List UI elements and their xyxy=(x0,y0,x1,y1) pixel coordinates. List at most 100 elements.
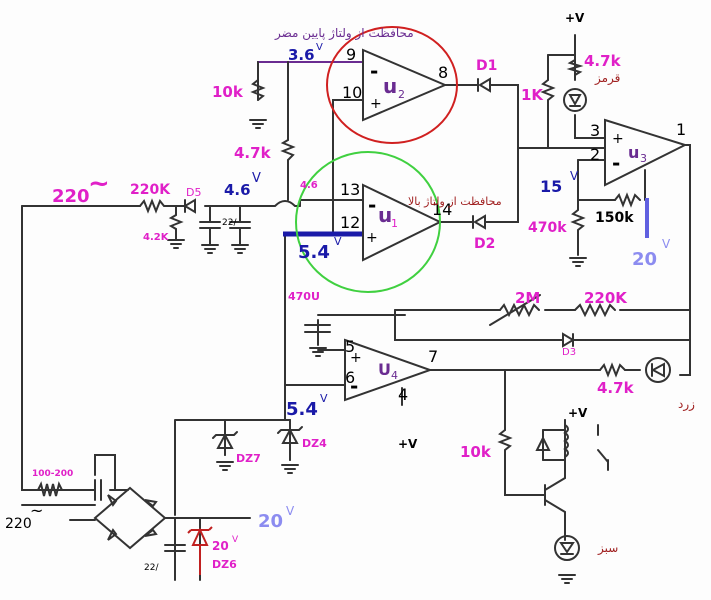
pin-12: 12 xyxy=(340,213,360,232)
caption-yellow: زرد xyxy=(678,397,695,412)
u1-minus: - xyxy=(368,193,376,217)
r1k-label: 1K xyxy=(521,86,544,104)
resistor-4k7-led xyxy=(566,59,584,76)
d2-label: D2 xyxy=(474,236,495,252)
u4-label: U xyxy=(378,360,391,379)
wire-bridge xyxy=(93,486,167,550)
v36-label: 3.6 xyxy=(288,46,315,64)
zener-dz7 xyxy=(212,431,238,456)
d5-label: D5 xyxy=(186,186,201,199)
wire-d2-out xyxy=(496,147,606,223)
led-yellow xyxy=(645,357,671,383)
vplus-u4: +V xyxy=(398,437,418,451)
diode-d2 xyxy=(464,214,498,230)
capacitor-series xyxy=(94,479,102,501)
v220-in: 220 xyxy=(5,516,32,532)
c22-label-1: 22/ xyxy=(222,218,237,228)
u4-sub: 4 xyxy=(391,369,398,382)
wire-bridge-return xyxy=(21,504,96,521)
r42k-label: 4.2K xyxy=(143,232,170,243)
pin-10: 10 xyxy=(342,83,362,102)
wire-u2-pin9 xyxy=(257,61,363,80)
v15-label: 15 xyxy=(540,177,562,196)
pin-9: 9 xyxy=(346,45,356,64)
u3-minus: - xyxy=(612,151,620,175)
wire-to-u1-minus xyxy=(299,199,364,207)
wire-filter xyxy=(174,517,201,581)
diode-d1 xyxy=(469,77,501,93)
bridge-diodes xyxy=(107,494,158,541)
resistor-1k xyxy=(540,79,556,106)
u3-plus: + xyxy=(612,131,624,147)
relay-switch xyxy=(597,424,609,471)
u2-label: u xyxy=(383,74,397,98)
u2-sub: 2 xyxy=(398,88,405,101)
wire-vplus-top xyxy=(547,34,576,56)
r10k-top-label: 10k xyxy=(212,83,244,101)
v20-out: 20 xyxy=(258,511,283,532)
v20-out-unit: V xyxy=(286,504,295,518)
dz4-label: DZ4 xyxy=(302,437,327,450)
resistor-10k-bot xyxy=(497,429,513,456)
opamp-u4 xyxy=(344,338,434,402)
r47k-led-label: 4.7k xyxy=(584,52,622,70)
resistor-4k7-yellow xyxy=(599,362,626,378)
v54-bot: 5.4 xyxy=(286,399,318,420)
r47k-left-label: 4.7k xyxy=(234,144,272,162)
wire-after-d5 xyxy=(204,200,301,207)
wire-u3-fb xyxy=(577,169,646,201)
v46-small: 4.6 xyxy=(300,180,318,191)
u1-sub: 1 xyxy=(391,217,398,230)
resistor-220k-fb xyxy=(574,302,616,318)
caption-high-voltage: محافظت از ولتاژ بالا xyxy=(408,195,502,208)
v36-unit: V xyxy=(316,42,323,53)
resistor-10k-top xyxy=(250,79,266,101)
wire-u2-pin10 xyxy=(332,99,364,234)
led-red xyxy=(563,88,587,112)
dz7-label: DZ7 xyxy=(236,452,261,465)
v220-in-tilde: ~ xyxy=(30,501,43,520)
pin-4: 4 xyxy=(398,385,408,404)
r10k-bot-label: 10k xyxy=(460,443,492,461)
diode-d3 xyxy=(554,332,586,348)
pin-7: 7 xyxy=(428,347,438,366)
d1-label: D1 xyxy=(476,58,497,74)
u4-plus: + xyxy=(350,350,362,366)
diode-d5 xyxy=(183,198,196,214)
opamp-u2 xyxy=(362,48,448,122)
resistor-470k xyxy=(570,199,586,236)
v20-dz: 20 xyxy=(212,539,229,553)
pin-2: 2 xyxy=(590,145,600,164)
caption-green: سبز xyxy=(597,541,618,556)
wire-dz-line xyxy=(174,419,291,516)
u3-sub: 3 xyxy=(640,152,647,165)
r2M-label: 2M xyxy=(515,289,540,307)
resistor-220k-input xyxy=(139,198,186,214)
wire-u4-plus xyxy=(394,309,691,341)
resistor-2M xyxy=(489,294,541,326)
capacitor-c1 xyxy=(199,205,221,246)
highlight-circle-u1 xyxy=(295,151,441,293)
u1-label: u xyxy=(378,203,392,227)
c470u-label: 470U xyxy=(288,290,320,303)
r100-200-label: 100-200 xyxy=(32,469,73,479)
resistor-4k2 xyxy=(168,205,184,241)
dz6-label: DZ6 xyxy=(212,558,237,571)
opamp-u3 xyxy=(604,118,688,187)
d3-label: D3 xyxy=(562,347,576,358)
pin-1: 1 xyxy=(676,120,686,139)
v220-tilde: ~ xyxy=(88,169,110,199)
ground-symbols xyxy=(167,119,587,584)
r220k-fb-label: 220K xyxy=(584,289,628,307)
resistor-150k xyxy=(614,192,641,208)
v54-top-unit: V xyxy=(334,235,342,248)
u2-minus: - xyxy=(370,59,378,83)
wire-left-vertical xyxy=(21,205,41,491)
v54-bot-unit: V xyxy=(320,392,328,405)
vplus-top: +V xyxy=(565,11,585,25)
pin-13: 13 xyxy=(340,180,360,199)
u4-minus: - xyxy=(350,374,358,398)
v20-dz-unit: V xyxy=(232,535,239,545)
